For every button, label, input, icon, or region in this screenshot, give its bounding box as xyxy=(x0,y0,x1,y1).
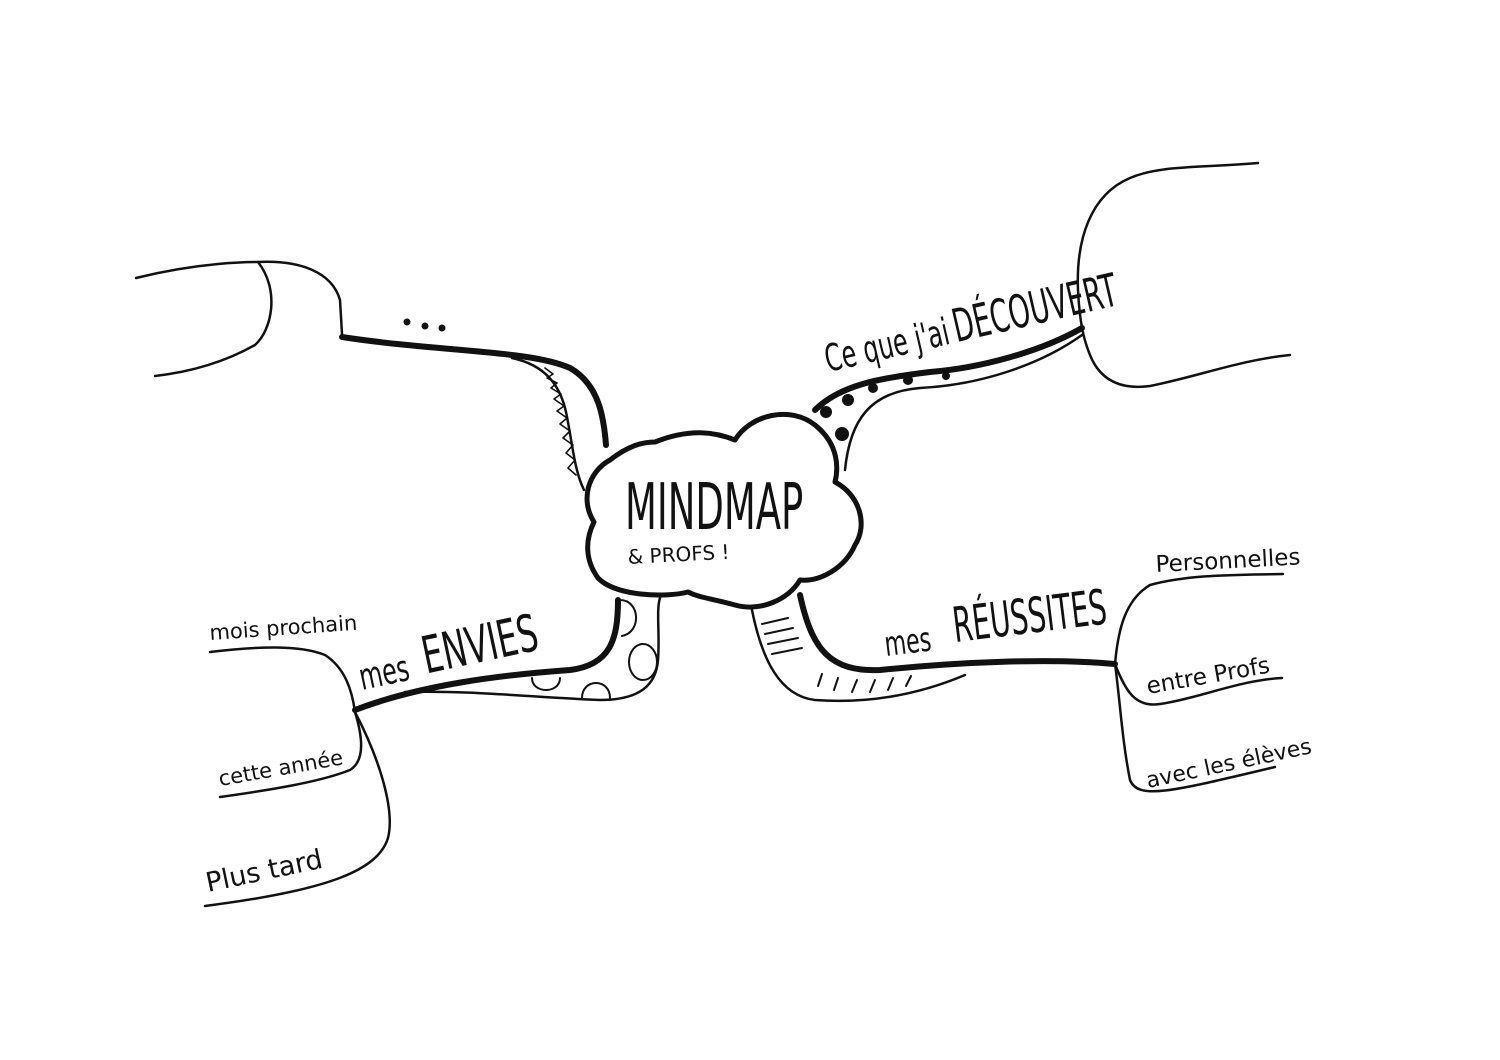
branch-bottom-left-sub-1: cette année xyxy=(217,745,345,790)
branch-top-left-zigzag xyxy=(544,367,577,476)
branch-bottom-right-tree xyxy=(1113,572,1285,793)
branch-bottom-right-line xyxy=(797,592,1118,674)
branch-top-left-frame-inner xyxy=(153,260,273,378)
branch-top-left-frame xyxy=(134,260,344,336)
branch-bottom-right-hatch xyxy=(761,617,912,693)
branch-top-left: ... xyxy=(134,260,609,492)
branch-top-right-lower-edge xyxy=(843,333,1084,472)
branch-bottom-right-label-group: mes RÉUSSITES xyxy=(882,578,1110,665)
branch-bottom-left: mes ENVIES mois prochain cette année Plu… xyxy=(203,596,662,908)
branch-top-right-label-big: DÉCOUVERT xyxy=(947,263,1123,353)
ellipsis-dots xyxy=(403,318,446,332)
branch-bottom-right-lower-edge xyxy=(750,608,967,703)
center-title: MINDMAP xyxy=(625,472,803,545)
branch-bottom-left-label-small: mes xyxy=(355,647,413,699)
branch-bottom-left-sub-2: Plus tard xyxy=(203,844,325,899)
branch-top-right-dots xyxy=(820,372,950,441)
branch-bottom-right-sub-2: avec les élèves xyxy=(1144,734,1314,793)
branch-bottom-left-sub-0: mois prochain xyxy=(209,611,358,645)
branch-bottom-right-label-big: RÉUSSITES xyxy=(949,578,1109,654)
branch-bottom-right-label-small: mes xyxy=(882,619,933,665)
branch-top-left-label: ... xyxy=(404,299,406,301)
center-cloud: MINDMAP & PROFS ! xyxy=(584,411,864,610)
branch-bottom-right: mes RÉUSSITES Personnelles entre Profs a… xyxy=(750,544,1314,794)
center-cloud-outline xyxy=(584,411,864,610)
center-subtitle: & PROFS ! xyxy=(627,540,730,569)
branch-top-right-line xyxy=(812,325,1085,413)
branch-bottom-left-lower-edge xyxy=(403,596,662,702)
branch-top-left-lower-edge xyxy=(510,356,586,492)
branch-top-left-line xyxy=(339,334,609,448)
branch-bottom-left-bubbles xyxy=(531,599,658,699)
branch-bottom-left-tree xyxy=(203,646,391,908)
branch-top-right: Ce que j'ai DÉCOUVERT xyxy=(812,161,1292,472)
